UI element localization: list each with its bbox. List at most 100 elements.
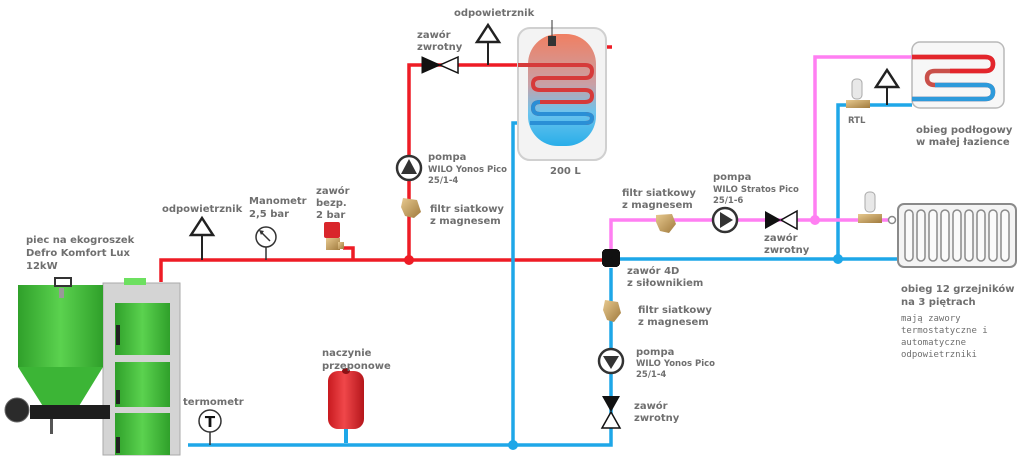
svg-text:Manometr 2,5 bar: Manometr 2,5 bar <box>249 196 310 220</box>
svg-text:naczynie przeponowe: naczynie przeponowe <box>322 348 391 372</box>
thermostatic-head-icon <box>864 191 876 213</box>
dhw-pump[interactable]: pompa WILO Yonos Pico 25/1-4 <box>395 145 512 186</box>
return-pump[interactable]: pompa WILO Yonos Pico 25/1-4 <box>597 340 720 380</box>
boiler-door <box>115 413 170 455</box>
thermometer-symbol: T <box>205 413 216 431</box>
svg-text:filtr siatkowy z magnese: filtr siatkowy z magnesem <box>638 305 715 328</box>
check-valve-icon <box>421 56 442 74</box>
fuel-hopper <box>18 285 103 367</box>
heating-filter[interactable]: filtr siatkowy z magnesem <box>622 188 699 233</box>
boiler-flue <box>124 278 146 285</box>
dhw-supply-pipe <box>407 63 518 260</box>
filter-label: z magnesem <box>638 317 709 328</box>
fuel-feeder <box>30 405 110 419</box>
filter-label: z magnesem <box>430 216 501 227</box>
radiators-note: mają zawory <box>901 314 961 324</box>
radiator-fin <box>964 209 974 262</box>
svg-text:zawór 4D z siłownikiem: zawór 4D z siłownikiem <box>627 265 703 289</box>
svg-text:zawór zwrotny: zawór zwrotny <box>417 29 463 53</box>
boiler-supply-pipe <box>159 258 611 282</box>
mixing-valve-4d[interactable]: zawór 4D z siłownikiem <box>602 249 703 289</box>
rtl-valve[interactable] <box>846 78 870 108</box>
air-vent-icon <box>474 22 502 44</box>
air-vent-icon <box>873 67 901 89</box>
floor-heating-label: w małej łazience <box>916 137 1010 148</box>
junction-dot <box>810 215 820 225</box>
thermometer-label: termometr <box>183 397 244 408</box>
pump-model: WILO Yonos Pico <box>428 165 507 175</box>
air-vent-icon <box>188 215 216 237</box>
thermostatic-head-icon <box>851 78 863 100</box>
radiator-valve[interactable] <box>858 191 882 223</box>
pump-model: WILO Stratos Pico <box>713 185 799 195</box>
check-valve-icon <box>602 396 620 412</box>
pump-model: 25/1-6 <box>713 196 743 206</box>
pump-model: WILO Yonos Pico <box>636 359 715 369</box>
floor-heating-circuit[interactable]: RTL obieg podłogowy w małej łazience <box>846 41 1016 148</box>
feeder-motor <box>4 397 30 423</box>
heating-supply-pipe <box>609 218 888 256</box>
pump-model: 25/1-4 <box>636 370 666 380</box>
manometer-value: 2,5 bar <box>249 209 289 220</box>
filter-label: z magnesem <box>622 200 693 211</box>
heating-check-valve[interactable]: zawór zwrotny <box>764 209 810 256</box>
radiators-note: termostatyczne i <box>901 326 988 336</box>
rtl-label: RTL <box>848 116 866 126</box>
return-filter[interactable]: filtr siatkowy z magnesem <box>603 300 715 328</box>
svg-text:obieg 12 grzejników na 3: obieg 12 grzejników na 3 piętrach <box>901 283 1018 308</box>
floor-supply-pipe <box>813 55 912 220</box>
safety-valve-label: bezp. <box>316 198 347 209</box>
check-valve-label: zwrotny <box>634 413 680 424</box>
dhw-check-valve[interactable]: zawór zwrotny <box>417 29 463 75</box>
air-vent-label: odpowietrznik <box>454 8 535 19</box>
expansion-vessel-icon <box>328 371 364 429</box>
radiators-label: obieg 12 grzejników <box>901 283 1014 295</box>
radiators-label: na 3 piętrach <box>901 297 976 308</box>
pump-label: pompa <box>713 172 751 183</box>
mixing-valve-label: zawór 4D <box>627 265 679 277</box>
junction-dot <box>833 254 843 264</box>
filter-label: filtr siatkowy <box>430 204 504 215</box>
expansion-vessel-label: naczynie <box>322 348 372 359</box>
safety-valve[interactable]: zawór bezp. 2 bar <box>316 185 353 250</box>
manometer[interactable]: Manometr 2,5 bar <box>249 196 310 260</box>
thermometer[interactable]: T termometr <box>183 397 244 445</box>
boiler-label-line: piec na ekogroszek <box>26 235 135 246</box>
svg-text:zawór bezp. 2 bar: zawór bezp. 2 bar <box>316 185 353 221</box>
air-vent-label: odpowietrznik <box>162 204 243 215</box>
svg-text:zawór zwrotny: zawór zwrotny <box>764 232 810 256</box>
dhw-filter[interactable]: filtr siatkowy z magnesem <box>401 198 507 227</box>
return-check-valve[interactable]: zawór zwrotny <box>600 396 680 429</box>
svg-text:mają zawory termostatycz: mają zawory termostatyczne i automatyczn… <box>901 314 993 360</box>
check-valve-label: zawór <box>417 29 451 41</box>
pump-label: pompa <box>428 152 466 163</box>
svg-text:zawór zwrotny: zawór zwrotny <box>634 400 680 424</box>
boiler-return-pipe <box>188 268 613 447</box>
svg-text:filtr siatkowy z magnese: filtr siatkowy z magnesem <box>430 204 507 227</box>
expansion-vessel-label: przeponowe <box>322 361 391 372</box>
radiator-fin <box>1000 209 1010 262</box>
hot-water-tank[interactable]: 200 L <box>517 20 607 177</box>
svg-text:pompa WILO Yonos Pico: pompa WILO Yonos Pico 25/1-4 <box>636 340 720 380</box>
boiler[interactable]: piec na ekogroszek Defro Komfort Lux 12k… <box>4 235 181 456</box>
air-vent-boiler[interactable]: odpowietrznik <box>162 204 243 260</box>
filter-label: filtr siatkowy <box>622 188 696 199</box>
radiator-fin <box>988 209 998 262</box>
check-valve-label: zawór <box>764 232 798 244</box>
boiler-door <box>115 362 170 407</box>
floor-heating-label: obieg podłogowy <box>916 125 1013 136</box>
pipes <box>159 40 912 450</box>
safety-valve-label: zawór <box>316 185 350 197</box>
boiler-label-line: 12kW <box>26 261 58 272</box>
dhw-air-vent[interactable]: odpowietrznik <box>454 8 535 65</box>
tank-sensor-icon <box>548 36 556 46</box>
heating-pump[interactable]: pompa WILO Stratos Pico 25/1-6 <box>711 165 804 234</box>
radiators-note: automatyczne <box>901 338 966 348</box>
expansion-vessel[interactable]: naczynie przeponowe <box>322 348 391 443</box>
tank-return-pipe <box>511 121 540 445</box>
svg-text:filtr siatkowy z magnese: filtr siatkowy z magnesem <box>622 188 699 211</box>
svg-text:pompa WILO Stratos Pico: pompa WILO Stratos Pico 25/1-6 <box>713 165 804 206</box>
tank-capacity-label: 200 L <box>550 166 581 177</box>
radiator-circuit[interactable]: obieg 12 grzejników na 3 piętrach mają z… <box>858 191 1018 360</box>
